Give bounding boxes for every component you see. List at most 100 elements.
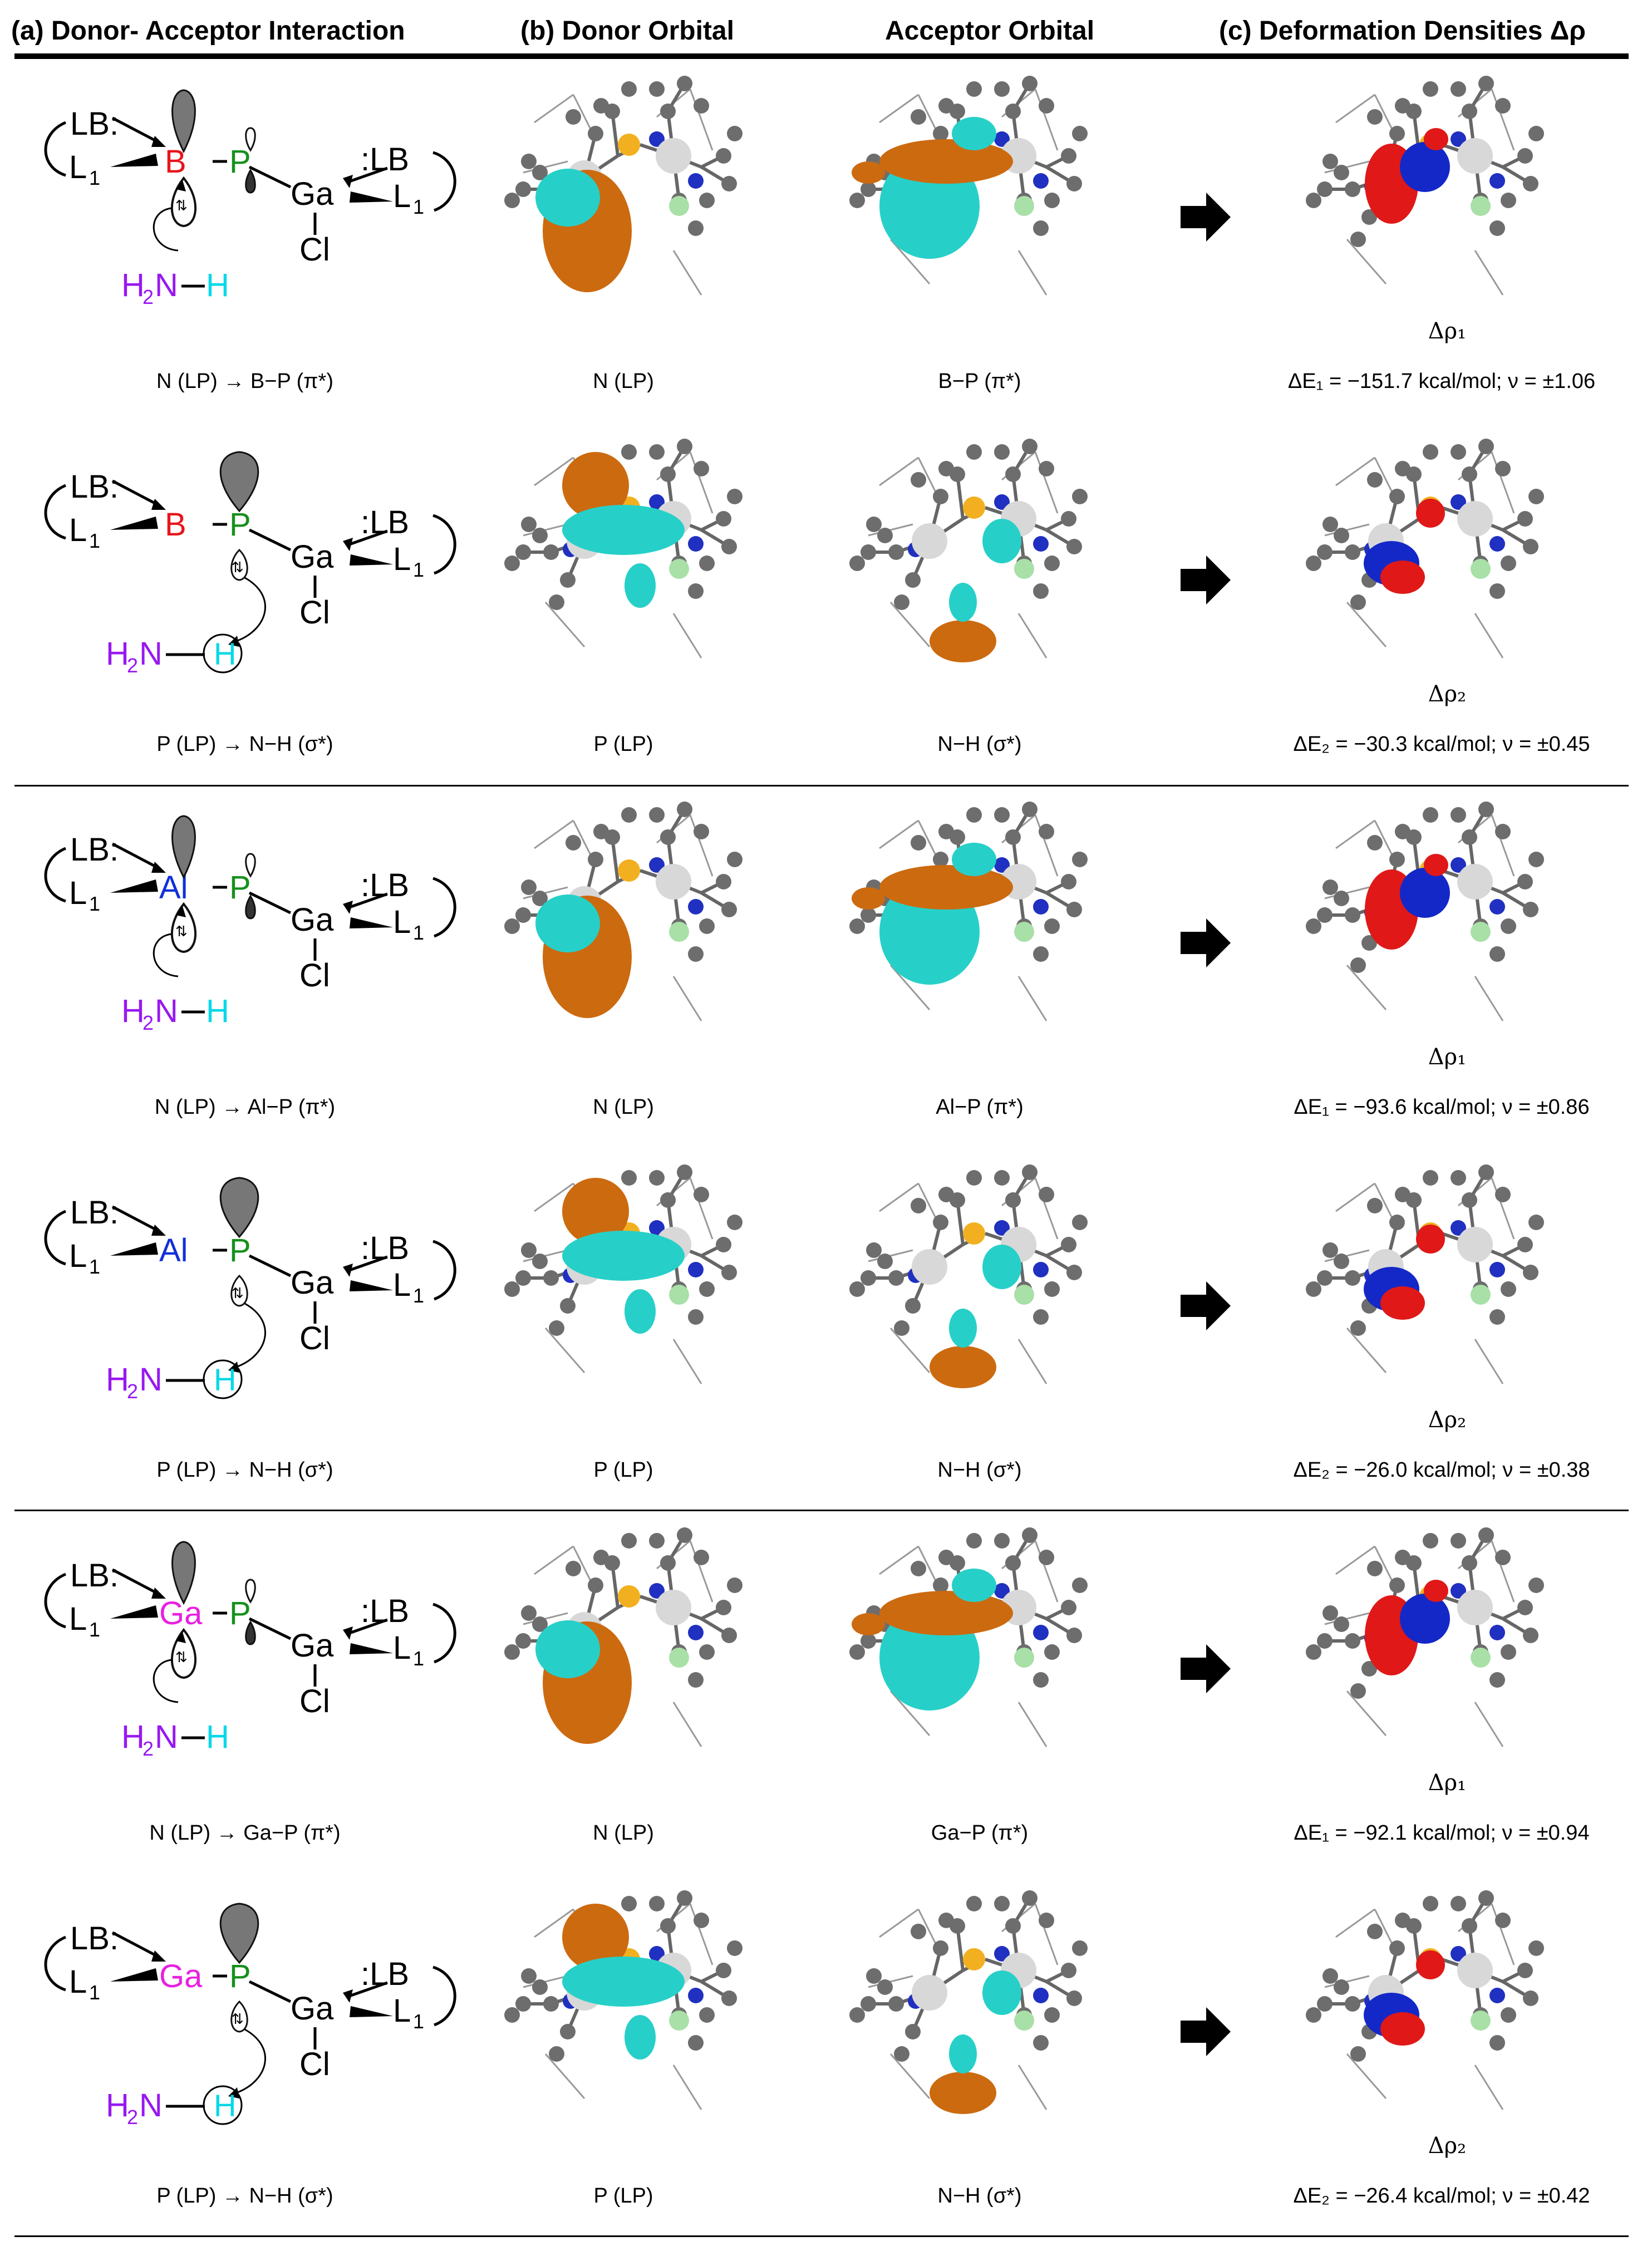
scheme-lb-right: :LB: [361, 1230, 409, 1266]
scheme-element: Ga: [159, 1595, 203, 1631]
donor-orbital-image: [504, 1527, 743, 1747]
scheme-l1-right: L: [393, 904, 411, 940]
interaction-caption: N (LP) → B−P (π*): [156, 370, 333, 393]
scheme-l1-right-sub: 1: [413, 195, 424, 218]
scheme-cl: Cl: [299, 232, 330, 268]
interaction-caption: P (LP) → N−H (σ*): [156, 2184, 333, 2208]
group-separator: [14, 1510, 1629, 1511]
group-separator: [14, 785, 1629, 787]
donor-orbital-image: [504, 76, 743, 296]
donor-orbital-label: P (LP): [593, 1458, 653, 1482]
acceptor-orbital-label: N−H (σ*): [937, 1458, 1022, 1482]
scheme-l1-left: L: [69, 1238, 87, 1274]
scheme-lb-left: LB:: [70, 1557, 119, 1594]
deformation-density-label: Δρ₁: [1428, 1044, 1467, 1070]
donor-acceptor-scheme: LB: L 1 Ga P Ga Cl :LB L 1 ⇅ H 2 N: [44, 1541, 456, 1760]
scheme-h: H: [214, 636, 236, 671]
donor-orbital-label: P (LP): [593, 733, 653, 756]
scheme-lb-left: LB:: [70, 469, 119, 505]
scheme-h2n-h: H: [106, 2087, 129, 2124]
scheme-l1-left: L: [69, 875, 87, 911]
scheme-h2n-sub: 2: [142, 1011, 154, 1034]
scheme-p: P: [229, 869, 251, 906]
scheme-ga: Ga: [291, 176, 334, 212]
donor-orbital-label: N (LP): [593, 1821, 654, 1845]
scheme-h2n-sub: 2: [127, 654, 138, 677]
energy-value: ΔE₁ = −151.7 kcal/mol; ν = ±1.06: [1287, 370, 1596, 393]
scheme-l1-right-sub: 1: [413, 2010, 424, 2033]
scheme-ga: Ga: [291, 1265, 334, 1301]
deformation-density-label: Δρ₂: [1428, 2133, 1467, 2159]
acceptor-orbital-image: [849, 1527, 1088, 1747]
header-a: (a) Donor- Acceptor Interaction: [11, 16, 405, 46]
scheme-h: H: [214, 1362, 236, 1397]
arrow-right-icon: [1181, 1644, 1231, 1693]
scheme-l1-left-sub: 1: [89, 1618, 100, 1641]
donor-acceptor-scheme: LB: L 1 B P Ga Cl :LB L 1 ⇅ H 2 N H: [44, 451, 456, 677]
donor-orbital-label: P (LP): [593, 2184, 653, 2208]
interaction-row: LB: L 1 B P Ga Cl :LB L 1 ⇅ H 2 N H P (L…: [0, 424, 1652, 787]
scheme-ga: Ga: [291, 902, 334, 938]
scheme-ga: Ga: [291, 539, 334, 575]
scheme-h2n-sub: 2: [127, 2106, 138, 2129]
scheme-element: Al: [159, 1232, 188, 1269]
deformation-density-image: [1306, 439, 1544, 658]
energy-value: ΔE₂ = −26.0 kcal/mol; ν = ±0.38: [1293, 1458, 1590, 1482]
scheme-l1-left: L: [69, 1964, 87, 2000]
acceptor-orbital-image: [849, 1890, 1088, 2114]
header-b: (b) Donor Orbital: [520, 16, 734, 46]
scheme-l1-left-sub: 1: [89, 166, 100, 189]
electron-pair-icon: ⇅: [175, 197, 188, 214]
scheme-element: B: [165, 507, 186, 543]
scheme-cl: Cl: [299, 1683, 330, 1719]
acceptor-orbital-image: [849, 76, 1088, 296]
interaction-row: LB: L 1 Al P Ga Cl :LB L 1 ⇅ H 2 N: [0, 787, 1652, 1150]
scheme-h2n-h: H: [121, 1719, 145, 1755]
interaction-caption: N (LP) → Ga−P (π*): [149, 1821, 341, 1845]
scheme-cl: Cl: [299, 2046, 330, 2082]
electron-pair-icon: ⇅: [232, 2011, 244, 2027]
arrow-right-icon: [1181, 1281, 1231, 1330]
scheme-lb-left: LB:: [70, 1195, 119, 1231]
arrow-right-icon: [1181, 2007, 1231, 2056]
interaction-row: LB: L 1 Ga P Ga Cl :LB L 1 ⇅ H 2 N: [0, 1513, 1652, 1876]
scheme-n: N: [155, 1719, 178, 1755]
group-separator: [14, 2235, 1629, 2237]
donor-orbital-image: [504, 1164, 743, 1384]
scheme-l1-right: L: [393, 1267, 411, 1303]
interaction-row: LB: L 1 Al P Ga Cl :LB L 1 ⇅ H 2 N H P (…: [0, 1150, 1652, 1513]
donor-orbital-label: N (LP): [593, 370, 654, 393]
scheme-l1-left: L: [69, 512, 87, 548]
electron-pair-icon: ⇅: [175, 1649, 188, 1665]
scheme-ga: Ga: [291, 1628, 334, 1664]
energy-value: ΔE₂ = −30.3 kcal/mol; ν = ±0.45: [1293, 733, 1590, 756]
scheme-h: H: [206, 267, 229, 303]
deformation-density-label: Δρ₁: [1428, 1770, 1467, 1796]
scheme-lb-left: LB:: [70, 106, 119, 142]
deformation-density-image: [1306, 1164, 1544, 1384]
scheme-p: P: [229, 1958, 251, 1994]
scheme-h2n-h: H: [106, 636, 129, 672]
deformation-density-label: Δρ₂: [1428, 681, 1467, 707]
acceptor-orbital-label: N−H (σ*): [937, 733, 1022, 756]
acceptor-orbital-image: [849, 1164, 1088, 1388]
energy-value: ΔE₁ = −92.1 kcal/mol; ν = ±0.94: [1294, 1821, 1590, 1845]
acceptor-orbital-label: Ga−P (π*): [931, 1821, 1029, 1845]
interaction-row: LB: L 1 B P Ga Cl :LB L 1 ⇅ H 2 N: [0, 61, 1652, 424]
acceptor-orbital-image: [849, 802, 1088, 1021]
scheme-l1-left-sub: 1: [89, 1981, 100, 2004]
scheme-p: P: [229, 1232, 251, 1269]
scheme-h: H: [206, 1719, 229, 1755]
scheme-n: N: [139, 636, 163, 672]
scheme-h2n-sub: 2: [127, 1380, 138, 1403]
interaction-row: LB: L 1 Ga P Ga Cl :LB L 1 ⇅ H 2 N H P (…: [0, 1876, 1652, 2239]
scheme-p: P: [229, 507, 251, 543]
scheme-lb-left: LB:: [70, 1920, 119, 1957]
scheme-h2n-h: H: [121, 993, 145, 1029]
scheme-p: P: [229, 144, 251, 180]
scheme-cl: Cl: [299, 957, 330, 994]
arrow-right-icon: [1181, 918, 1231, 967]
acceptor-orbital-label: Al−P (π*): [936, 1095, 1024, 1119]
interaction-caption: P (LP) → N−H (σ*): [156, 1458, 333, 1482]
scheme-cl: Cl: [299, 594, 330, 631]
